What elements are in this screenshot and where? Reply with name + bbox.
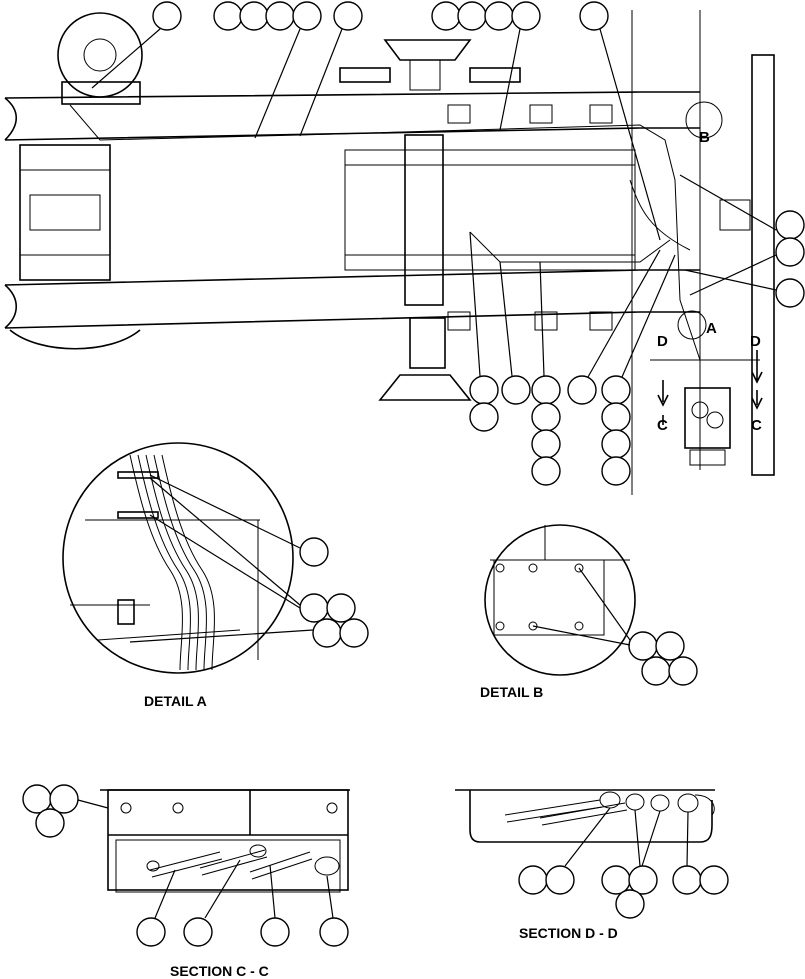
marker-a: A: [706, 320, 717, 337]
marker-c-right: C: [751, 417, 762, 434]
marker-d-right: D: [750, 333, 761, 350]
detail-a-title: DETAIL A: [144, 693, 207, 709]
detail-b-view: [484, 524, 636, 676]
section-dd-view: [455, 789, 715, 843]
section-dd-callouts: [518, 807, 729, 919]
section-cc-callouts: [22, 784, 349, 947]
detail-a-view: [62, 442, 294, 674]
section-dd-title: SECTION D - D: [519, 925, 618, 941]
section-cc-view: [100, 789, 350, 893]
main-frame-view: [4, 10, 775, 495]
marker-b: B: [699, 129, 710, 146]
detail-a-callouts: [129, 474, 369, 648]
section-cc-title: SECTION C - C: [170, 963, 269, 979]
marker-c-left: C: [657, 417, 668, 434]
main-view-callouts: [91, 1, 805, 486]
detail-b-callouts: [532, 567, 698, 686]
marker-d-left: D: [657, 333, 668, 350]
detail-b-title: DETAIL B: [480, 684, 543, 700]
